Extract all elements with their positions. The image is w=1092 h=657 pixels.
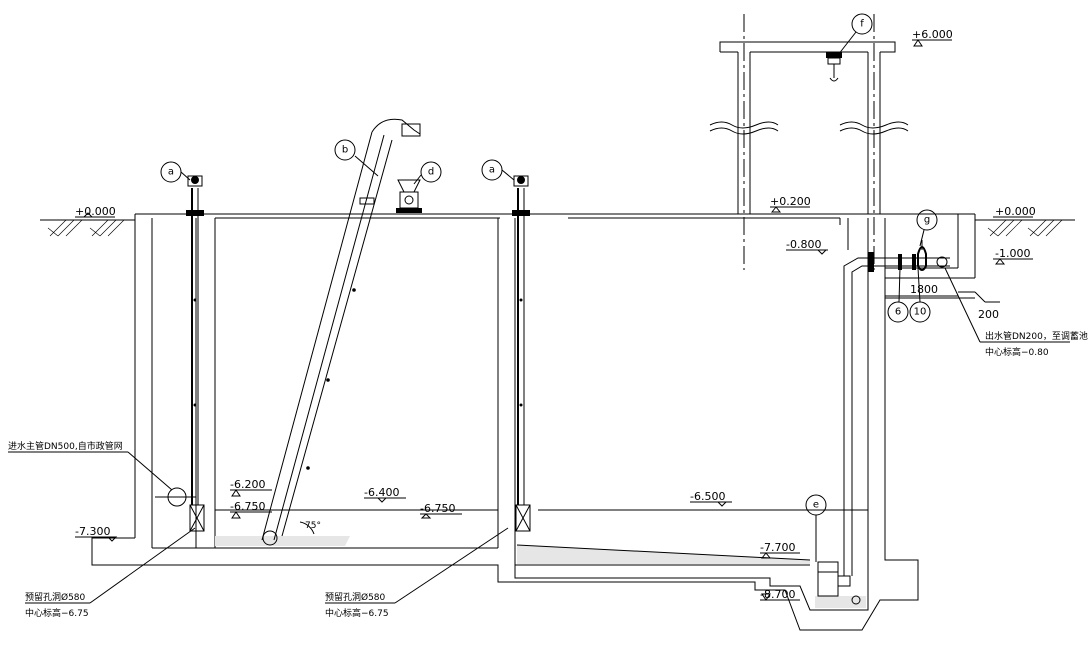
svg-text:+0.200: +0.200 [770,195,811,208]
level-marker-bottom-mid: -6.750 [420,502,462,519]
svg-text:-8.700: -8.700 [760,588,795,601]
svg-text:-6.500: -6.500 [690,490,725,503]
callout-f: f [837,13,873,56]
svg-text:中心标高−6.75: 中心标高−6.75 [25,607,89,619]
dimension-200: 200 [958,291,1000,321]
svg-text:f: f [860,19,864,30]
svg-text:1800: 1800 [910,283,938,296]
inlet-pipe [155,487,196,507]
level-marker-bottom-screen: -6.750 [230,500,272,519]
inclined-screen [261,118,421,546]
level-marker-top: +6.000 [912,28,953,47]
level-marker-base-left: -7.300 [75,525,118,542]
callout-d: d [413,161,442,185]
svg-text:e: e [813,500,819,511]
level-marker-ground-left: +0.000 [75,205,116,218]
svg-text:出水管DN200，至调蓄池: 出水管DN200，至调蓄池 [985,330,1088,342]
dimension-1800: 1800 [885,283,958,297]
ground-line-right [975,219,1075,237]
note-outlet: 出水管DN200，至调蓄池 中心标高−0.80 [944,267,1088,358]
svg-text:200: 200 [978,308,999,321]
svg-text:a: a [168,167,174,178]
angle-label: 75° [305,521,321,531]
svg-text:中心标高−6.75: 中心标高−6.75 [325,607,389,619]
level-marker-sump: -8.700 [760,588,800,601]
gate-a-right [512,175,531,532]
svg-text:-6.400: -6.400 [364,486,399,499]
level-marker-wl-pump: -6.500 [690,490,732,507]
svg-text:-6.750: -6.750 [230,500,265,513]
gate-a-left [186,175,205,532]
svg-text:中心标高−0.80: 中心标高−0.80 [985,346,1049,358]
svg-text:预留孔洞Ø580: 预留孔洞Ø580 [325,591,386,603]
callout-b: b [334,139,379,177]
ground-line-left [40,219,135,237]
level-marker-slab: +0.200 [770,195,811,213]
svg-text:-7.300: -7.300 [75,525,110,538]
superstructure-frame [709,14,909,270]
callout-a-right: a [481,159,515,181]
svg-text:b: b [342,145,348,156]
level-marker-wl-screen: -6.200 [230,478,272,497]
svg-text:75°: 75° [305,521,321,531]
svg-text:预留孔洞Ø580: 预留孔洞Ø580 [25,591,86,603]
sediment-fill [215,536,866,608]
svg-text:-7.700: -7.700 [760,541,795,554]
svg-text:g: g [924,215,930,226]
svg-text:-6.750: -6.750 [420,502,455,515]
level-marker-pipe: -0.800 [786,238,828,255]
svg-text:6: 6 [895,307,901,318]
svg-text:-6.200: -6.200 [230,478,265,491]
level-marker-wl-mid: -6.400 [364,486,406,503]
conveyor-hopper [396,179,422,213]
structure-outline [91,213,976,631]
submersible-pump [815,515,861,605]
note-opening-left: 预留孔洞Ø580 中心标高−6.75 [25,527,196,619]
svg-text:+6.000: +6.000 [912,28,953,41]
svg-text:10: 10 [914,307,927,318]
svg-text:+0.000: +0.000 [995,205,1036,218]
discharge-pipe [843,218,950,576]
callout-a-left: a [160,161,191,183]
level-marker-pump-floor: -7.700 [760,541,800,559]
svg-text:a: a [489,165,495,176]
callout-e: e [805,494,827,516]
svg-text:d: d [428,167,434,178]
svg-text:-0.800: -0.800 [786,238,821,251]
callout-g: g [916,209,938,247]
svg-text:+0.000: +0.000 [75,205,116,218]
callout-6: 6 [887,267,909,323]
level-marker-ground-right: +0.000 [993,205,1036,218]
note-opening-right: 预留孔洞Ø580 中心标高−6.75 [325,527,509,619]
note-inlet: 进水主管DN500,自市政管网 [8,440,173,491]
hoist-icon [826,52,842,82]
svg-text:进水主管DN500,自市政管网: 进水主管DN500,自市政管网 [8,440,123,452]
level-marker-valve-pit: -1.000 [993,247,1033,265]
svg-text:-1.000: -1.000 [995,247,1030,260]
